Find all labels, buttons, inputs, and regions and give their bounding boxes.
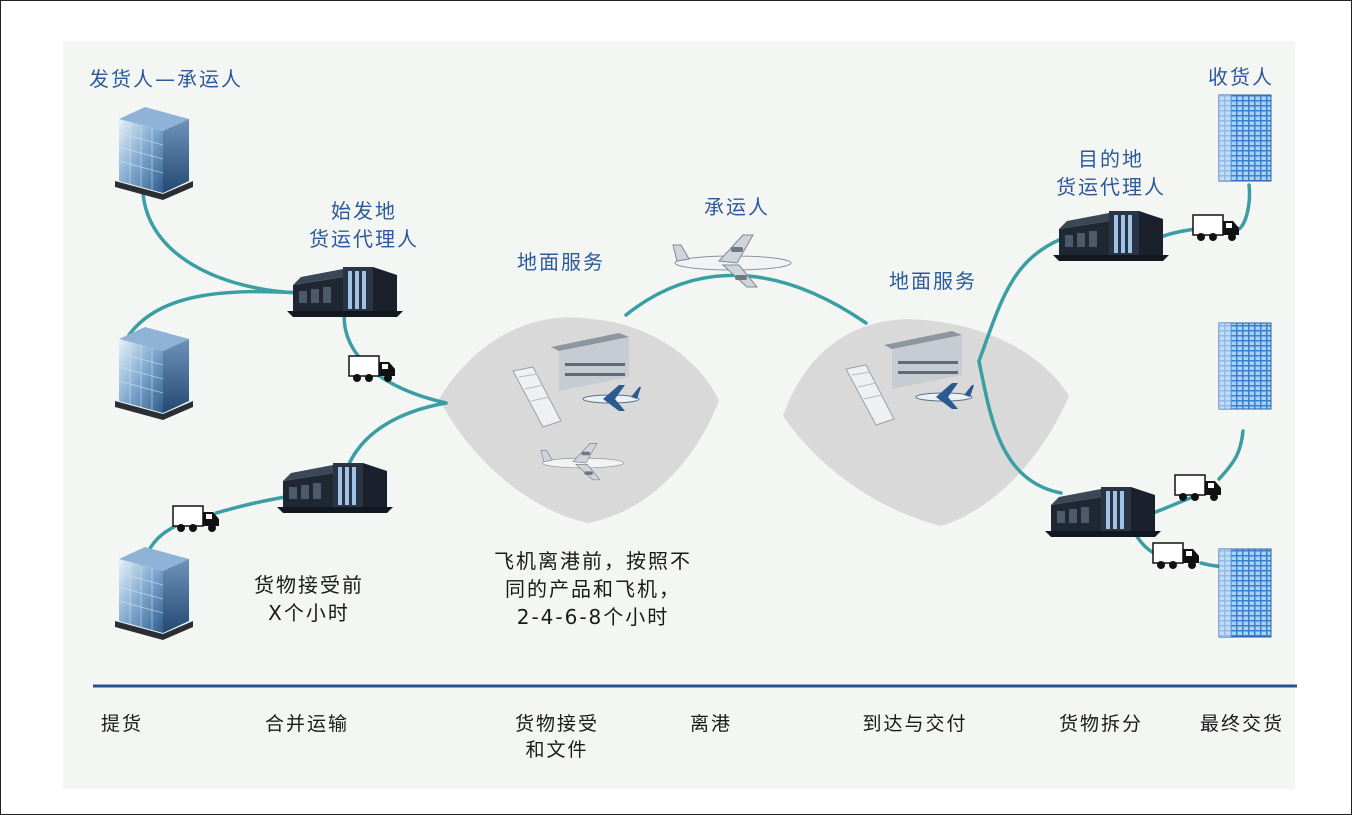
label-dest-agent: 目的地 货运代理人 <box>1056 147 1166 199</box>
ground-zone-left <box>439 317 719 523</box>
warehouse-icon <box>277 463 393 513</box>
label-before-acceptance: 货物接受前 X个小时 <box>254 573 364 625</box>
label-ground-service-right: 地面服务 <box>889 269 977 293</box>
label-ground-service-left: 地面服务 <box>517 250 605 274</box>
route-air <box>624 273 868 325</box>
truck-icon <box>348 355 396 383</box>
label-origin-agent: 始发地 货运代理人 <box>309 199 419 251</box>
truck-icon <box>1152 542 1200 570</box>
route-truck-consignee1 <box>1237 183 1252 231</box>
route-truck-warehouse <box>214 494 293 515</box>
tall-building-icon <box>1218 322 1272 410</box>
warehouse-icon <box>287 267 403 317</box>
label-carrier: 承运人 <box>704 195 770 219</box>
label-shipper-carrier: 发货人—承运人 <box>89 67 243 91</box>
route-truck-consignee2 <box>1217 429 1245 481</box>
timeline-step-breakdown: 货物拆分 <box>1058 713 1143 735</box>
office-building-icon <box>114 546 194 641</box>
tall-building-icon <box>1218 94 1272 182</box>
route-warehouse2-ground <box>344 401 448 473</box>
office-building-icon <box>114 106 194 201</box>
label-before-departure: 飞机离港前，按照不 同的产品和飞机， 2-4-6-8个小时 <box>494 549 692 629</box>
route-shipper2-origin <box>127 289 303 337</box>
warehouse-icon <box>1045 487 1161 537</box>
route-shipper1-origin <box>141 191 303 295</box>
label-consignee: 收货人 <box>1208 65 1274 89</box>
route-ground-destagent <box>977 237 1063 363</box>
timeline-step-acceptance-docs: 货物接受 和文件 <box>514 713 599 761</box>
route-destagent-truck <box>1159 227 1198 239</box>
route-ground-warehouse3 <box>977 359 1063 495</box>
truck-icon <box>1192 214 1240 242</box>
timeline-step-arrival-delivery: 到达与交付 <box>862 713 968 735</box>
truck-icon <box>172 505 220 533</box>
timeline-step-final-delivery: 最终交货 <box>1199 713 1284 735</box>
timeline-step-pickup: 提货 <box>101 713 144 735</box>
truck-icon <box>1174 474 1222 502</box>
warehouse-icon <box>1053 211 1169 261</box>
office-building-icon <box>114 326 194 421</box>
timeline-step-departure: 离港 <box>689 713 732 735</box>
tall-building-icon <box>1218 548 1272 638</box>
timeline-step-consolidation: 合并运输 <box>264 713 349 735</box>
